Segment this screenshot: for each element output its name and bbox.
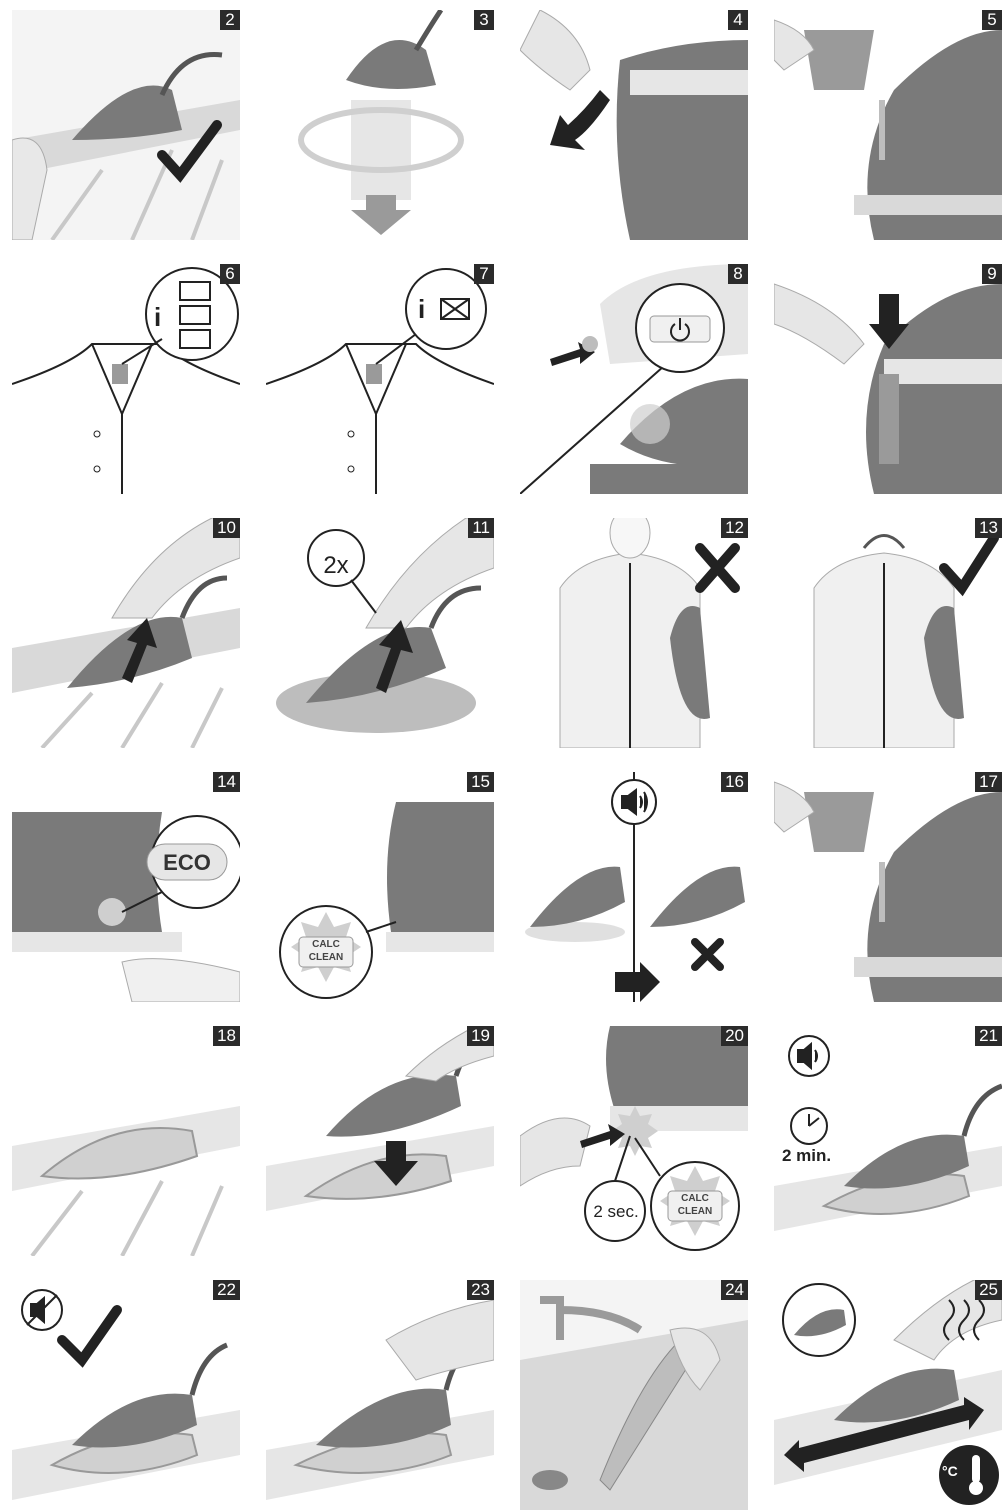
step-number: 20 bbox=[721, 1026, 748, 1046]
step-number: 17 bbox=[975, 772, 1002, 792]
step-panel-8: 8 bbox=[520, 264, 748, 494]
arrow-icon bbox=[550, 90, 610, 150]
step-number: 18 bbox=[213, 1026, 240, 1046]
step-panel-16: 16 bbox=[520, 772, 748, 1002]
wait-duration-label: 2 min. bbox=[782, 1146, 831, 1166]
step-number: 9 bbox=[982, 264, 1002, 284]
info-icon: i bbox=[418, 294, 425, 325]
repeat-count-label: 2x bbox=[313, 552, 359, 580]
arrow-icon bbox=[351, 195, 411, 235]
step-number: 2 bbox=[220, 10, 240, 30]
step-number: 6 bbox=[220, 264, 240, 284]
step-number: 22 bbox=[213, 1280, 240, 1300]
step-number: 4 bbox=[728, 10, 748, 30]
step-number: 16 bbox=[721, 772, 748, 792]
check-icon bbox=[944, 538, 994, 588]
step-panel-3: 3 bbox=[266, 10, 494, 240]
instruction-grid: 2 3 4 5 bbox=[12, 10, 1002, 1510]
step-number: 24 bbox=[721, 1280, 748, 1300]
step-panel-22: 22 bbox=[12, 1280, 240, 1510]
info-icon: i bbox=[154, 302, 161, 333]
cross-icon bbox=[700, 548, 735, 588]
step-panel-25: °C 25 bbox=[774, 1280, 1002, 1510]
step-panel-14: ECO 14 bbox=[12, 772, 240, 1002]
check-icon bbox=[62, 1310, 117, 1360]
step-number: 7 bbox=[474, 264, 494, 284]
step-number: 21 bbox=[975, 1026, 1002, 1046]
step-panel-17: 17 bbox=[774, 772, 1002, 1002]
step-panel-10: 10 bbox=[12, 518, 240, 748]
hold-duration-label: 2 sec. bbox=[588, 1202, 644, 1222]
step-panel-5: 5 bbox=[774, 10, 1002, 240]
step-panel-9: 9 bbox=[774, 264, 1002, 494]
step-panel-2: 2 bbox=[12, 10, 240, 240]
step-number: 5 bbox=[982, 10, 1002, 30]
step-number: 14 bbox=[213, 772, 240, 792]
step-panel-18: 18 bbox=[12, 1026, 240, 1256]
step-number: 8 bbox=[728, 264, 748, 284]
step-panel-24: 24 bbox=[520, 1280, 748, 1510]
step-panel-12: 12 bbox=[520, 518, 748, 748]
temperature-label: °C bbox=[942, 1463, 958, 1479]
step-panel-6: i 6 bbox=[12, 264, 240, 494]
step-number: 25 bbox=[975, 1280, 1002, 1300]
step-number: 12 bbox=[721, 518, 748, 538]
eco-button-label: ECO bbox=[155, 850, 219, 876]
step-number: 19 bbox=[467, 1026, 494, 1046]
step-panel-4: 4 bbox=[520, 10, 748, 240]
step-number: 3 bbox=[474, 10, 494, 30]
step-number: 15 bbox=[467, 772, 494, 792]
cross-icon bbox=[695, 942, 720, 967]
step-number: 23 bbox=[467, 1280, 494, 1300]
step-panel-13: 13 bbox=[774, 518, 1002, 748]
arrow-icon bbox=[615, 962, 660, 1002]
step-panel-23: 23 bbox=[266, 1280, 494, 1510]
step-number: 10 bbox=[213, 518, 240, 538]
step-number: 13 bbox=[975, 518, 1002, 538]
step-number: 11 bbox=[468, 518, 494, 538]
step-panel-21: 2 min. 21 bbox=[774, 1026, 1002, 1256]
step-panel-11: 2x 11 bbox=[266, 518, 494, 748]
step-panel-7: i 7 bbox=[266, 264, 494, 494]
step-panel-19: 19 bbox=[266, 1026, 494, 1256]
